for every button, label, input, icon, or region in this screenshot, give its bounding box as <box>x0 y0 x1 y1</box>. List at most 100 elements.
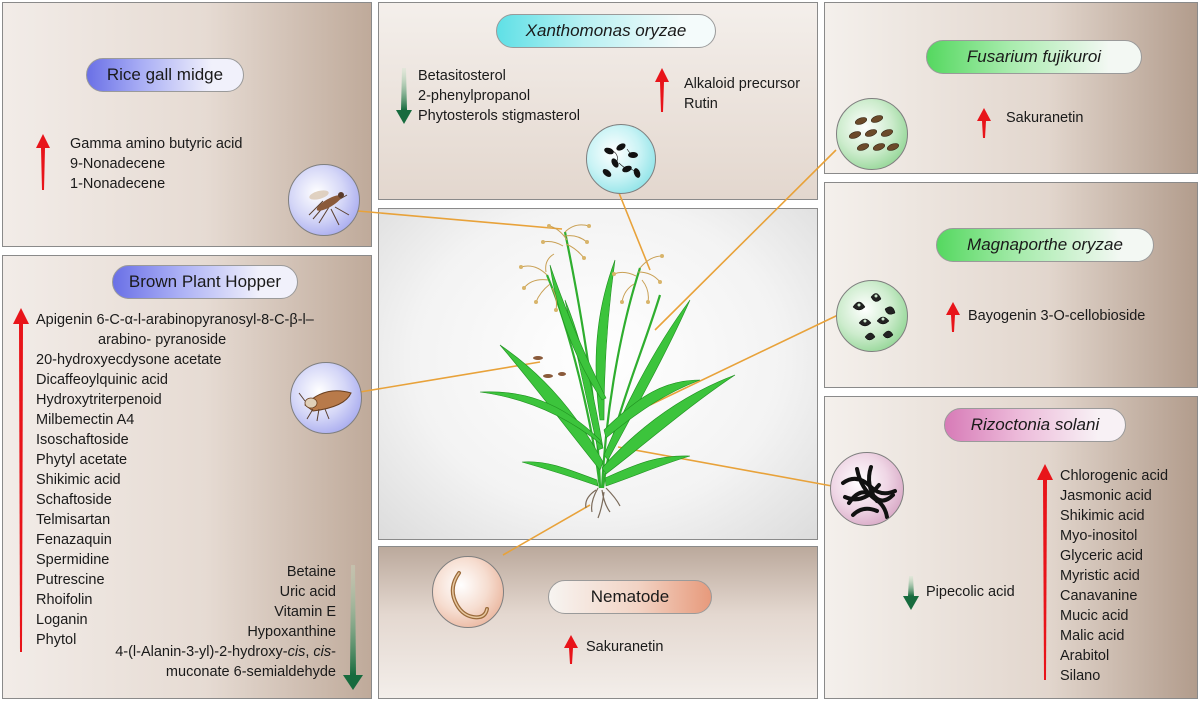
nematode-up-list: Sakuranetin <box>586 637 663 657</box>
plant-hopper-down-arrowhead <box>343 675 363 690</box>
magnaporthe-title-text: Magnaporthe oryzae <box>967 235 1123 254</box>
fusarium-up-arrow <box>977 108 991 138</box>
panel-brown-plant-hopper <box>2 255 372 699</box>
list-item: Arabitol <box>1060 648 1110 664</box>
list-item: Bayogenin 3-O-cellobioside <box>968 308 1146 324</box>
xanthomonas-title-text: Xanthomonas oryzae <box>525 21 687 40</box>
connector-xanthomonas <box>616 187 651 271</box>
list-item: 9-Nonadecene <box>70 156 166 172</box>
rizoctonia-down-arrow <box>908 576 914 596</box>
list-item: Silano <box>1060 668 1101 684</box>
gall-midge-title-text: Rice gall midge <box>106 65 224 84</box>
xanthomonas-down-arrowhead <box>396 110 412 124</box>
list-item: Rutin <box>684 96 718 112</box>
plant-hopper-title-text: Brown Plant Hopper <box>128 272 282 291</box>
gall-midge-up-arrow <box>36 134 50 190</box>
nematode-title-text: Nematode <box>590 587 670 606</box>
list-item: Dicaffeoylquinic acid <box>36 372 168 388</box>
plant-hopper-up-list: Apigenin 6-C-α-l-arabinopyranosyl-8-C-β-… <box>36 310 314 650</box>
list-item: Fenazaquin <box>36 532 112 548</box>
gall-midge-icon <box>288 164 360 236</box>
list-item: Pipecolic acid <box>926 584 1015 600</box>
connector-nematode <box>502 504 591 556</box>
rice-plant-illustration <box>479 224 736 519</box>
panel-rizoctonia <box>824 396 1198 699</box>
rizoctonia-up-arrow <box>1037 464 1053 680</box>
list-item: Milbemectin A4 <box>36 412 135 428</box>
fusarium-up-list: Sakuranetin <box>1006 108 1083 128</box>
list-item: Phytyl acetate <box>36 452 128 468</box>
text-fragment: - <box>331 644 336 660</box>
list-item: Hypoxanthine <box>247 624 336 640</box>
list-item: 2-phenylpropanol <box>418 88 531 104</box>
list-item: Mucic acid <box>1060 608 1129 624</box>
nematode-title: Nematode <box>548 580 712 614</box>
rizoctonia-title: Rizoctonia solani <box>944 408 1126 442</box>
list-item: arabino- pyranoside <box>98 332 227 348</box>
list-item: Gamma amino butyric acid <box>70 136 243 152</box>
list-item: Putrescine <box>36 572 105 588</box>
nematode-up-arrow <box>564 635 578 664</box>
list-item: Sakuranetin <box>586 639 664 655</box>
list-item: Myristic acid <box>1060 568 1140 584</box>
plant-roots <box>585 487 621 519</box>
connector-magnaporthe <box>649 314 839 406</box>
connector-gall-midge <box>357 210 563 230</box>
rizoctonia-icon <box>830 452 904 526</box>
xanthomonas-title: Xanthomonas oryzae <box>496 14 716 48</box>
list-item: Hydroxytriterpenoid <box>36 392 162 408</box>
plant-hopper-title: Brown Plant Hopper <box>112 265 298 299</box>
list-item: Vitamin E <box>274 604 336 620</box>
magnaporthe-up-list: Bayogenin 3-O-cellobioside <box>968 306 1145 326</box>
plant-hopper-down-arrow <box>350 565 356 675</box>
plant-insects-small <box>533 356 566 378</box>
list-item: 1-Nonadecene <box>70 176 166 192</box>
list-item: Shikimic acid <box>36 472 121 488</box>
list-item: Schaftoside <box>36 492 112 508</box>
list-item: muconate 6-semialdehyde <box>165 664 336 680</box>
rizoctonia-title-text: Rizoctonia solani <box>970 415 1100 434</box>
list-item: Glyceric acid <box>1060 548 1143 564</box>
list-item: Sakuranetin <box>1006 110 1084 126</box>
xanthomonas-down-list: Betasitosterol 2-phenylpropanol Phytoste… <box>418 66 580 126</box>
rizoctonia-down-list: Pipecolic acid <box>926 582 1015 602</box>
plant-hopper-up-arrow <box>13 308 29 652</box>
list-item: Canavanine <box>1060 588 1138 604</box>
list-item: Betasitosterol <box>418 68 506 84</box>
list-item: Loganin <box>36 612 88 628</box>
list-item: Rhoifolin <box>36 592 93 608</box>
list-item: Malic acid <box>1060 628 1125 644</box>
xanthomonas-icon <box>586 124 656 194</box>
list-item: Shikimic acid <box>1060 508 1145 524</box>
plant-leaves <box>479 259 736 487</box>
list-item: 4-(l-Alanin-3-yl)-2-hydroxy-cis, cis- <box>115 642 336 662</box>
plant-hopper-icon <box>290 362 362 434</box>
connector-rizoctonia <box>617 446 833 487</box>
text-fragment: 4-(l-Alanin-3-yl)-2-hydroxy- <box>115 644 288 660</box>
magnaporthe-up-arrow <box>946 302 960 332</box>
nematode-icon <box>432 556 504 628</box>
fusarium-title: Fusarium fujikuroi <box>926 40 1142 74</box>
list-item: Phytol <box>36 632 77 648</box>
list-item: Apigenin 6-C-α-l-arabinopyranosyl-8-C-β-… <box>36 312 314 328</box>
fusarium-title-text: Fusarium fujikuroi <box>966 47 1102 66</box>
list-item: Chlorogenic acid <box>1060 468 1169 484</box>
list-item: 20-hydroxyecdysone acetate <box>36 352 222 368</box>
xanthomonas-down-arrow <box>401 68 407 110</box>
list-item: Jasmonic acid <box>1060 488 1152 504</box>
gall-midge-title: Rice gall midge <box>86 58 244 92</box>
list-item: Myo-inositol <box>1060 528 1138 544</box>
text-fragment-italic: cis <box>287 644 306 660</box>
rizoctonia-down-arrowhead <box>903 596 919 610</box>
list-item: Uric acid <box>279 584 336 600</box>
xanthomonas-up-arrow <box>655 68 669 112</box>
list-item: Isoschaftoside <box>36 432 129 448</box>
text-fragment-italic: cis <box>313 644 332 660</box>
list-item: Phytosterols stigmasterol <box>418 108 580 124</box>
connector-lines <box>357 149 839 556</box>
magnaporthe-icon <box>836 280 908 352</box>
plant-hopper-down-list: Betaine Uric acid Vitamin E Hypoxanthine… <box>115 562 336 682</box>
list-item: Betaine <box>286 564 336 580</box>
rizoctonia-up-list: Chlorogenic acid Jasmonic acid Shikimic … <box>1060 466 1168 686</box>
